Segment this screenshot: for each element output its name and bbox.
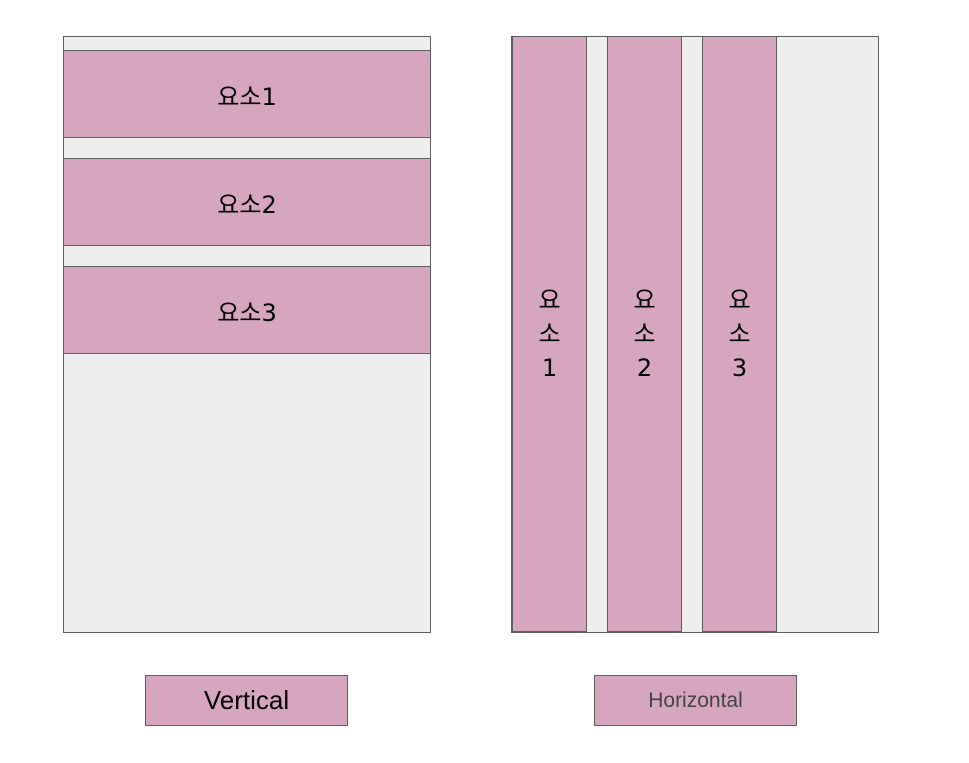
horizontal-item-3-label: 요 소 3 bbox=[728, 283, 750, 385]
horizontal-item-3-char-2: 소 bbox=[728, 320, 751, 348]
vertical-caption: Vertical bbox=[145, 675, 348, 726]
horizontal-panel: 요 소 1 요 소 2 요 소 3 bbox=[511, 36, 879, 633]
horizontal-item-3-char-3: 3 bbox=[731, 354, 748, 382]
horizontal-item-2-char-3: 2 bbox=[636, 354, 653, 382]
horizontal-item-2-label: 요 소 2 bbox=[633, 283, 655, 385]
horizontal-item-3-char-1: 요 bbox=[728, 286, 751, 314]
vertical-item-1-label: 요소1 bbox=[217, 82, 277, 111]
horizontal-item-1-char-1: 요 bbox=[538, 286, 561, 314]
horizontal-item-2-char-1: 요 bbox=[633, 286, 656, 314]
horizontal-item-1-label: 요 소 1 bbox=[538, 283, 560, 385]
vertical-item-2: 요소2 bbox=[63, 158, 431, 246]
horizontal-caption: Horizontal bbox=[594, 675, 797, 726]
vertical-item-3-label: 요소3 bbox=[217, 298, 277, 327]
vertical-item-3: 요소3 bbox=[63, 266, 431, 354]
horizontal-item-1-char-3: 1 bbox=[541, 354, 558, 382]
vertical-panel: 요소1 요소2 요소3 bbox=[63, 36, 431, 633]
horizontal-item-2: 요 소 2 bbox=[607, 36, 682, 632]
horizontal-item-1: 요 소 1 bbox=[512, 36, 587, 632]
horizontal-item-1-char-2: 소 bbox=[538, 320, 561, 348]
vertical-item-2-label: 요소2 bbox=[217, 190, 277, 219]
horizontal-item-2-char-2: 소 bbox=[633, 320, 656, 348]
vertical-item-1: 요소1 bbox=[63, 50, 431, 138]
horizontal-item-3: 요 소 3 bbox=[702, 36, 777, 632]
horizontal-caption-label: Horizontal bbox=[648, 688, 743, 712]
vertical-caption-label: Vertical bbox=[203, 685, 290, 715]
